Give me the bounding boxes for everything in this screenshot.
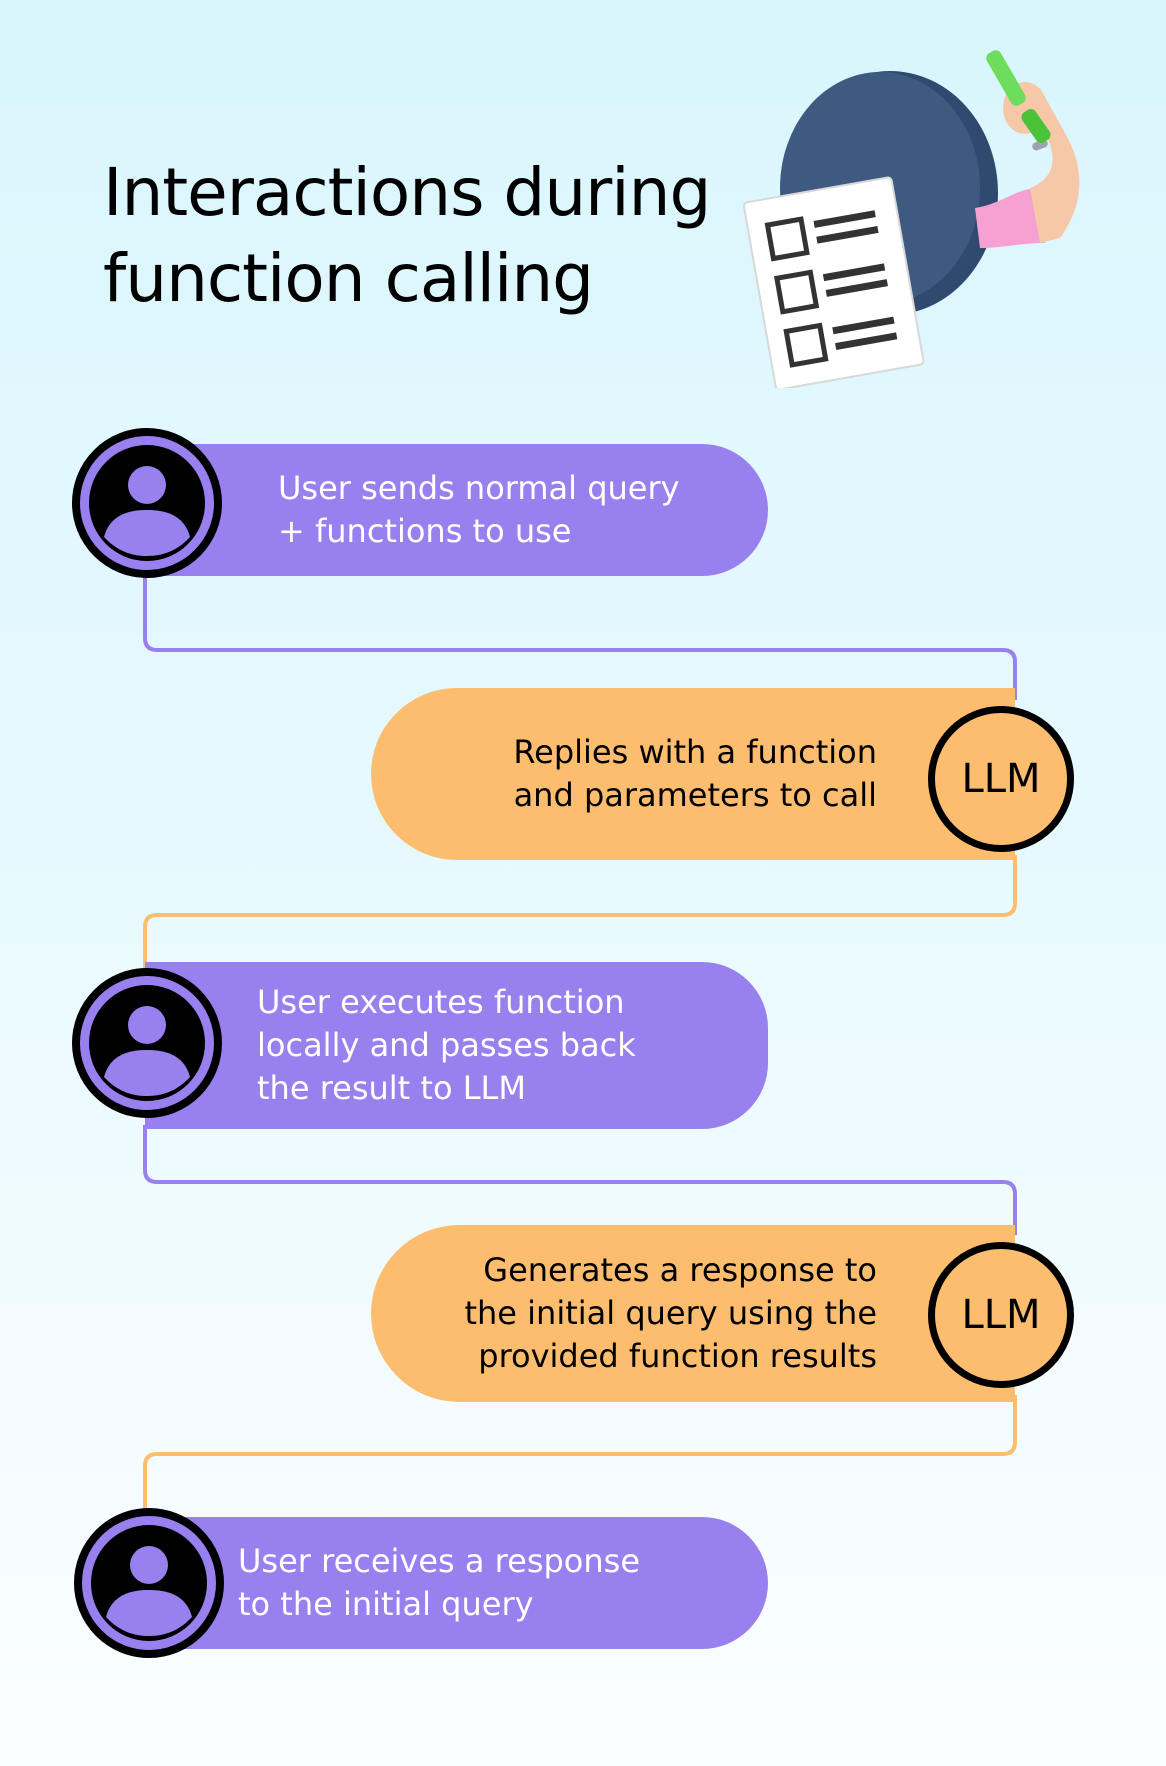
step-3-bubble: User executes function locally and passe… bbox=[145, 962, 768, 1129]
step-2-llm-badge: LLM bbox=[928, 706, 1074, 852]
step-5-avatar bbox=[74, 1508, 224, 1658]
connector-2 bbox=[143, 855, 1017, 970]
step-2-bubble: Replies with a function and parameters t… bbox=[371, 688, 1015, 860]
connector-1 bbox=[143, 575, 1017, 700]
user-avatar-icon bbox=[91, 1525, 207, 1641]
step-1-text: User sends normal query + functions to u… bbox=[278, 469, 680, 550]
step-2-text: Replies with a function and parameters t… bbox=[513, 733, 877, 814]
page-title: Interactions during function calling bbox=[103, 150, 711, 322]
step-3-avatar bbox=[72, 968, 222, 1118]
step-4-llm-badge: LLM bbox=[928, 1242, 1074, 1388]
step-5-bubble: User receives a response to the initial … bbox=[145, 1517, 768, 1649]
step-1-avatar bbox=[72, 428, 222, 578]
user-avatar-icon bbox=[89, 445, 205, 561]
step-4-text: Generates a response to the initial quer… bbox=[464, 1251, 877, 1375]
title-line-1: Interactions during bbox=[103, 154, 711, 231]
connector-3 bbox=[143, 1125, 1017, 1235]
step-3-text: User executes function locally and passe… bbox=[257, 983, 636, 1107]
step-1-bubble: User sends normal query + functions to u… bbox=[145, 444, 768, 576]
step-5-text: User receives a response to the initial … bbox=[238, 1542, 641, 1623]
checklist-hand-icon bbox=[742, 50, 1080, 388]
title-line-2: function calling bbox=[103, 240, 594, 317]
user-avatar-icon bbox=[89, 985, 205, 1101]
connector-4 bbox=[143, 1395, 1017, 1515]
step-4-bubble: Generates a response to the initial quer… bbox=[371, 1225, 1015, 1402]
